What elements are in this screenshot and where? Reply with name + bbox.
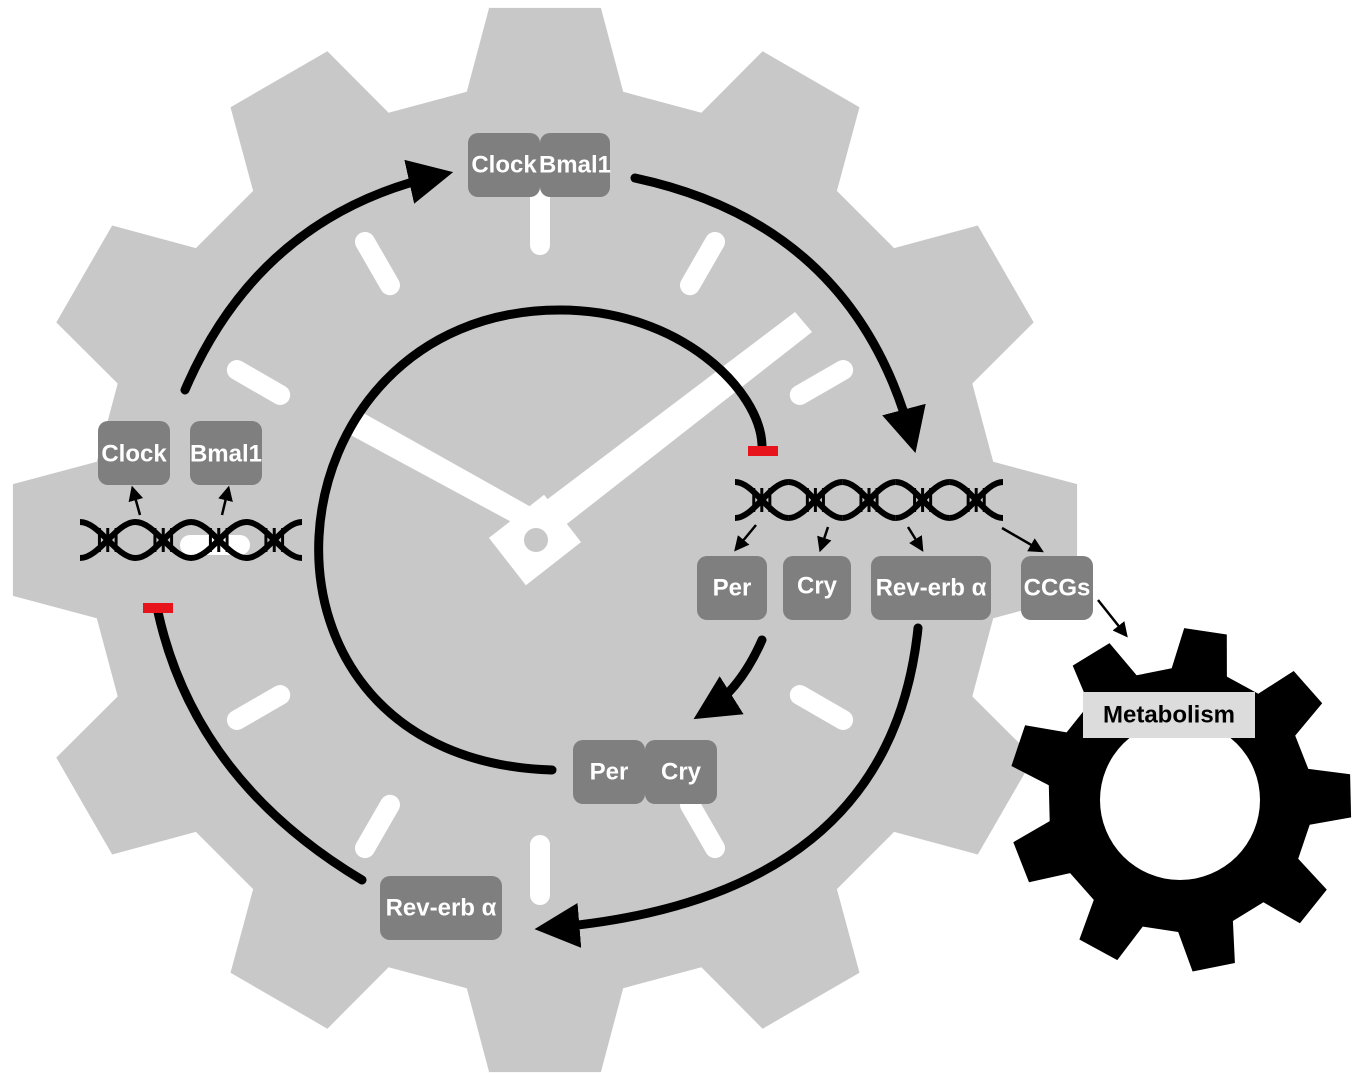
right-reverb-label: Rev-erb α [876, 575, 987, 602]
right-reverb-box [871, 556, 991, 620]
top-clock-label: Clock [471, 152, 537, 179]
inhibition-bar-left [143, 603, 173, 613]
top-complex: Clock Bmal1 [468, 133, 611, 197]
feedback-arrows [153, 159, 926, 948]
bottom-reverb-box [380, 876, 502, 940]
right-cry-box [783, 556, 851, 620]
clock-tick [355, 231, 400, 296]
left-bmal1-box [190, 421, 262, 485]
left-genes: Clock Bmal1 [98, 421, 262, 485]
top-bmal1-box [540, 133, 610, 197]
dna-helix-icon [734, 479, 1004, 521]
clock-tick [226, 360, 291, 405]
clock-tick [789, 685, 854, 730]
top-bmal1-label: Bmal1 [539, 152, 611, 179]
bottom-reverb: Rev-erb α [380, 876, 502, 940]
right-per-label: Per [713, 575, 752, 602]
left-bmal1-label: Bmal1 [190, 441, 262, 468]
per-cry-complex: Per Cry [573, 740, 717, 804]
right-cry-label: Cry [797, 573, 838, 600]
arrow-to-right-dna [630, 173, 926, 454]
per-cry-inhibition-arc [314, 305, 767, 775]
arrow-to-bottom-reverb [534, 623, 923, 948]
right-genes: Per Cry Rev-erb α CCGs [697, 556, 1093, 620]
right-ccgs-box [1021, 556, 1093, 620]
reverb-inhibition-arc [153, 607, 367, 885]
top-clock-box [468, 133, 540, 197]
right-per-box [697, 556, 767, 620]
inhibition-bar-right [748, 446, 778, 456]
arrow-to-top-complex [180, 159, 454, 395]
expression-arrows [128, 485, 1128, 638]
metabolism-label-group: Metabolism [1083, 692, 1255, 738]
bottom-reverb-label: Rev-erb α [386, 895, 497, 922]
clock-tick [680, 794, 725, 859]
complex-per-box [573, 740, 645, 804]
clock-hands-icon [345, 312, 812, 586]
dna-helix-icon [79, 519, 303, 561]
metabolism-gear-icon [1011, 628, 1352, 972]
clock-tick [680, 231, 725, 296]
left-clock-box [98, 421, 170, 485]
left-clock-label: Clock [101, 441, 167, 468]
metabolism-label-bg [1083, 692, 1255, 738]
arrow-to-per-cry-complex [693, 635, 767, 720]
right-ccgs-label: CCGs [1024, 575, 1091, 602]
clock-tick [355, 794, 400, 859]
complex-cry-label: Cry [661, 759, 702, 786]
complex-cry-box [645, 740, 717, 804]
clock-tick [226, 685, 291, 730]
clock-tick [789, 360, 854, 405]
complex-per-label: Per [590, 759, 629, 786]
metabolism-label: Metabolism [1103, 702, 1235, 729]
